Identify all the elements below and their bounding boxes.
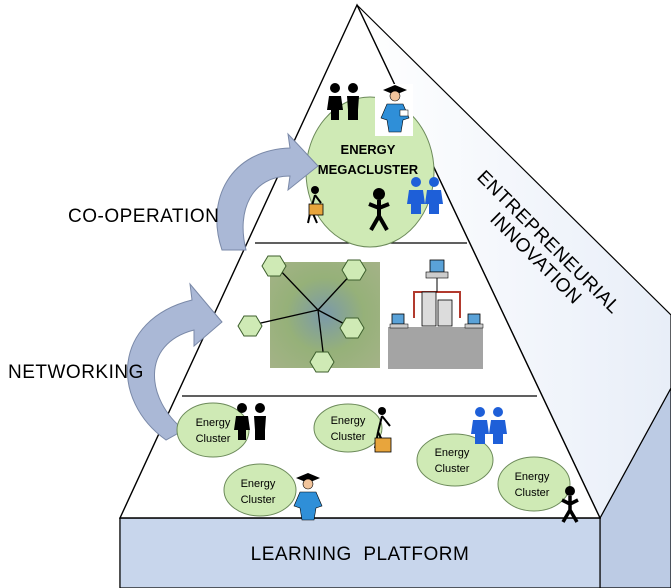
people-pair-icon bbox=[234, 403, 266, 440]
blue-people-icon bbox=[471, 407, 507, 444]
walking-person-icon bbox=[307, 186, 324, 224]
svg-text:Cluster: Cluster bbox=[241, 494, 276, 506]
svg-text:Cluster: Cluster bbox=[196, 433, 231, 445]
svg-text:Energy: Energy bbox=[435, 447, 470, 459]
blue-people-icon bbox=[407, 177, 443, 214]
graduate-icon bbox=[293, 473, 323, 521]
svg-text:Energy: Energy bbox=[196, 417, 231, 429]
energy-cluster: Energy Cluster bbox=[416, 433, 494, 487]
base-label: LEARNING PLATFORM bbox=[251, 544, 470, 565]
energy-cluster: Energy Cluster bbox=[497, 456, 571, 512]
people-pair-icon bbox=[327, 83, 359, 120]
svg-text:Energy: Energy bbox=[331, 415, 366, 427]
network-map bbox=[237, 255, 380, 373]
energy-cluster: Energy Cluster bbox=[223, 463, 297, 517]
stick-figure-icon bbox=[368, 188, 390, 231]
networking-arrow bbox=[126, 282, 223, 441]
svg-text:Cluster: Cluster bbox=[515, 487, 550, 499]
svg-text:Energy: Energy bbox=[241, 478, 276, 490]
svg-text:Cluster: Cluster bbox=[331, 431, 366, 443]
walking-person-icon bbox=[374, 407, 392, 453]
cooperation-arrow bbox=[216, 132, 319, 251]
stick-figure-icon bbox=[561, 486, 579, 523]
svg-text:Cluster: Cluster bbox=[435, 463, 470, 475]
svg-text:Energy: Energy bbox=[515, 471, 550, 483]
megacluster-label-line2: MEGACLUSTER bbox=[318, 162, 419, 177]
megacluster: ENERGY MEGACLUSTER bbox=[305, 96, 435, 248]
energy-cluster: Energy Cluster bbox=[176, 402, 250, 458]
energy-cluster: Energy Cluster bbox=[313, 403, 383, 453]
networking-label: NETWORKING bbox=[8, 362, 144, 383]
megacluster-label-line1: ENERGY bbox=[341, 142, 396, 157]
computer-network-icon bbox=[388, 259, 484, 369]
cooperation-label: CO-OPERATION bbox=[68, 206, 219, 227]
learning-platform-base: LEARNING PLATFORM bbox=[119, 387, 671, 588]
graduate-icon bbox=[375, 84, 413, 136]
